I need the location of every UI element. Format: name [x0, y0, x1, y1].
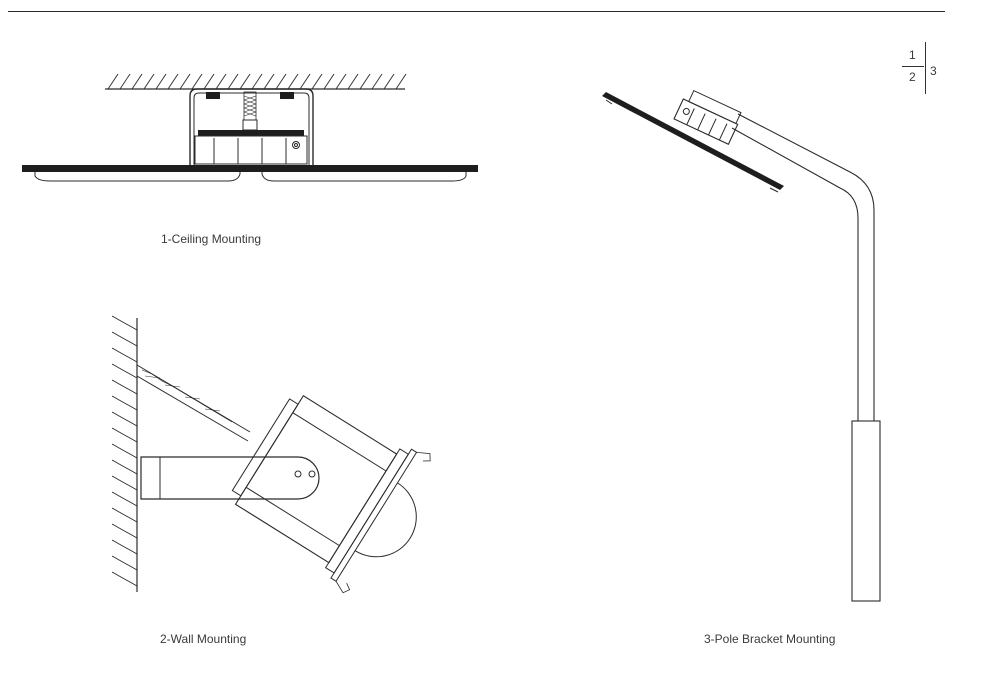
- legend-number-2: 2: [909, 70, 916, 84]
- caption-pole-bracket-mounting: 3-Pole Bracket Mounting: [704, 632, 836, 646]
- view-index-legend: 1 2 3: [896, 40, 946, 96]
- top-rule: [8, 11, 945, 12]
- legend-divider-vertical: [925, 42, 926, 94]
- caption-ceiling-mounting: 1-Ceiling Mounting: [161, 232, 262, 246]
- legend-number-3: 3: [930, 64, 937, 78]
- ceiling-mounting-illustration: [22, 73, 478, 182]
- wall-mounting-illustration: [111, 315, 431, 594]
- pole-mounting-illustration: [602, 89, 881, 602]
- caption-wall-mounting: 2-Wall Mounting: [160, 632, 247, 646]
- legend-number-1: 1: [909, 48, 916, 62]
- legend-divider-horizontal: [902, 66, 924, 67]
- wall-hatching: [111, 315, 138, 587]
- ceiling-hatching: [107, 73, 407, 90]
